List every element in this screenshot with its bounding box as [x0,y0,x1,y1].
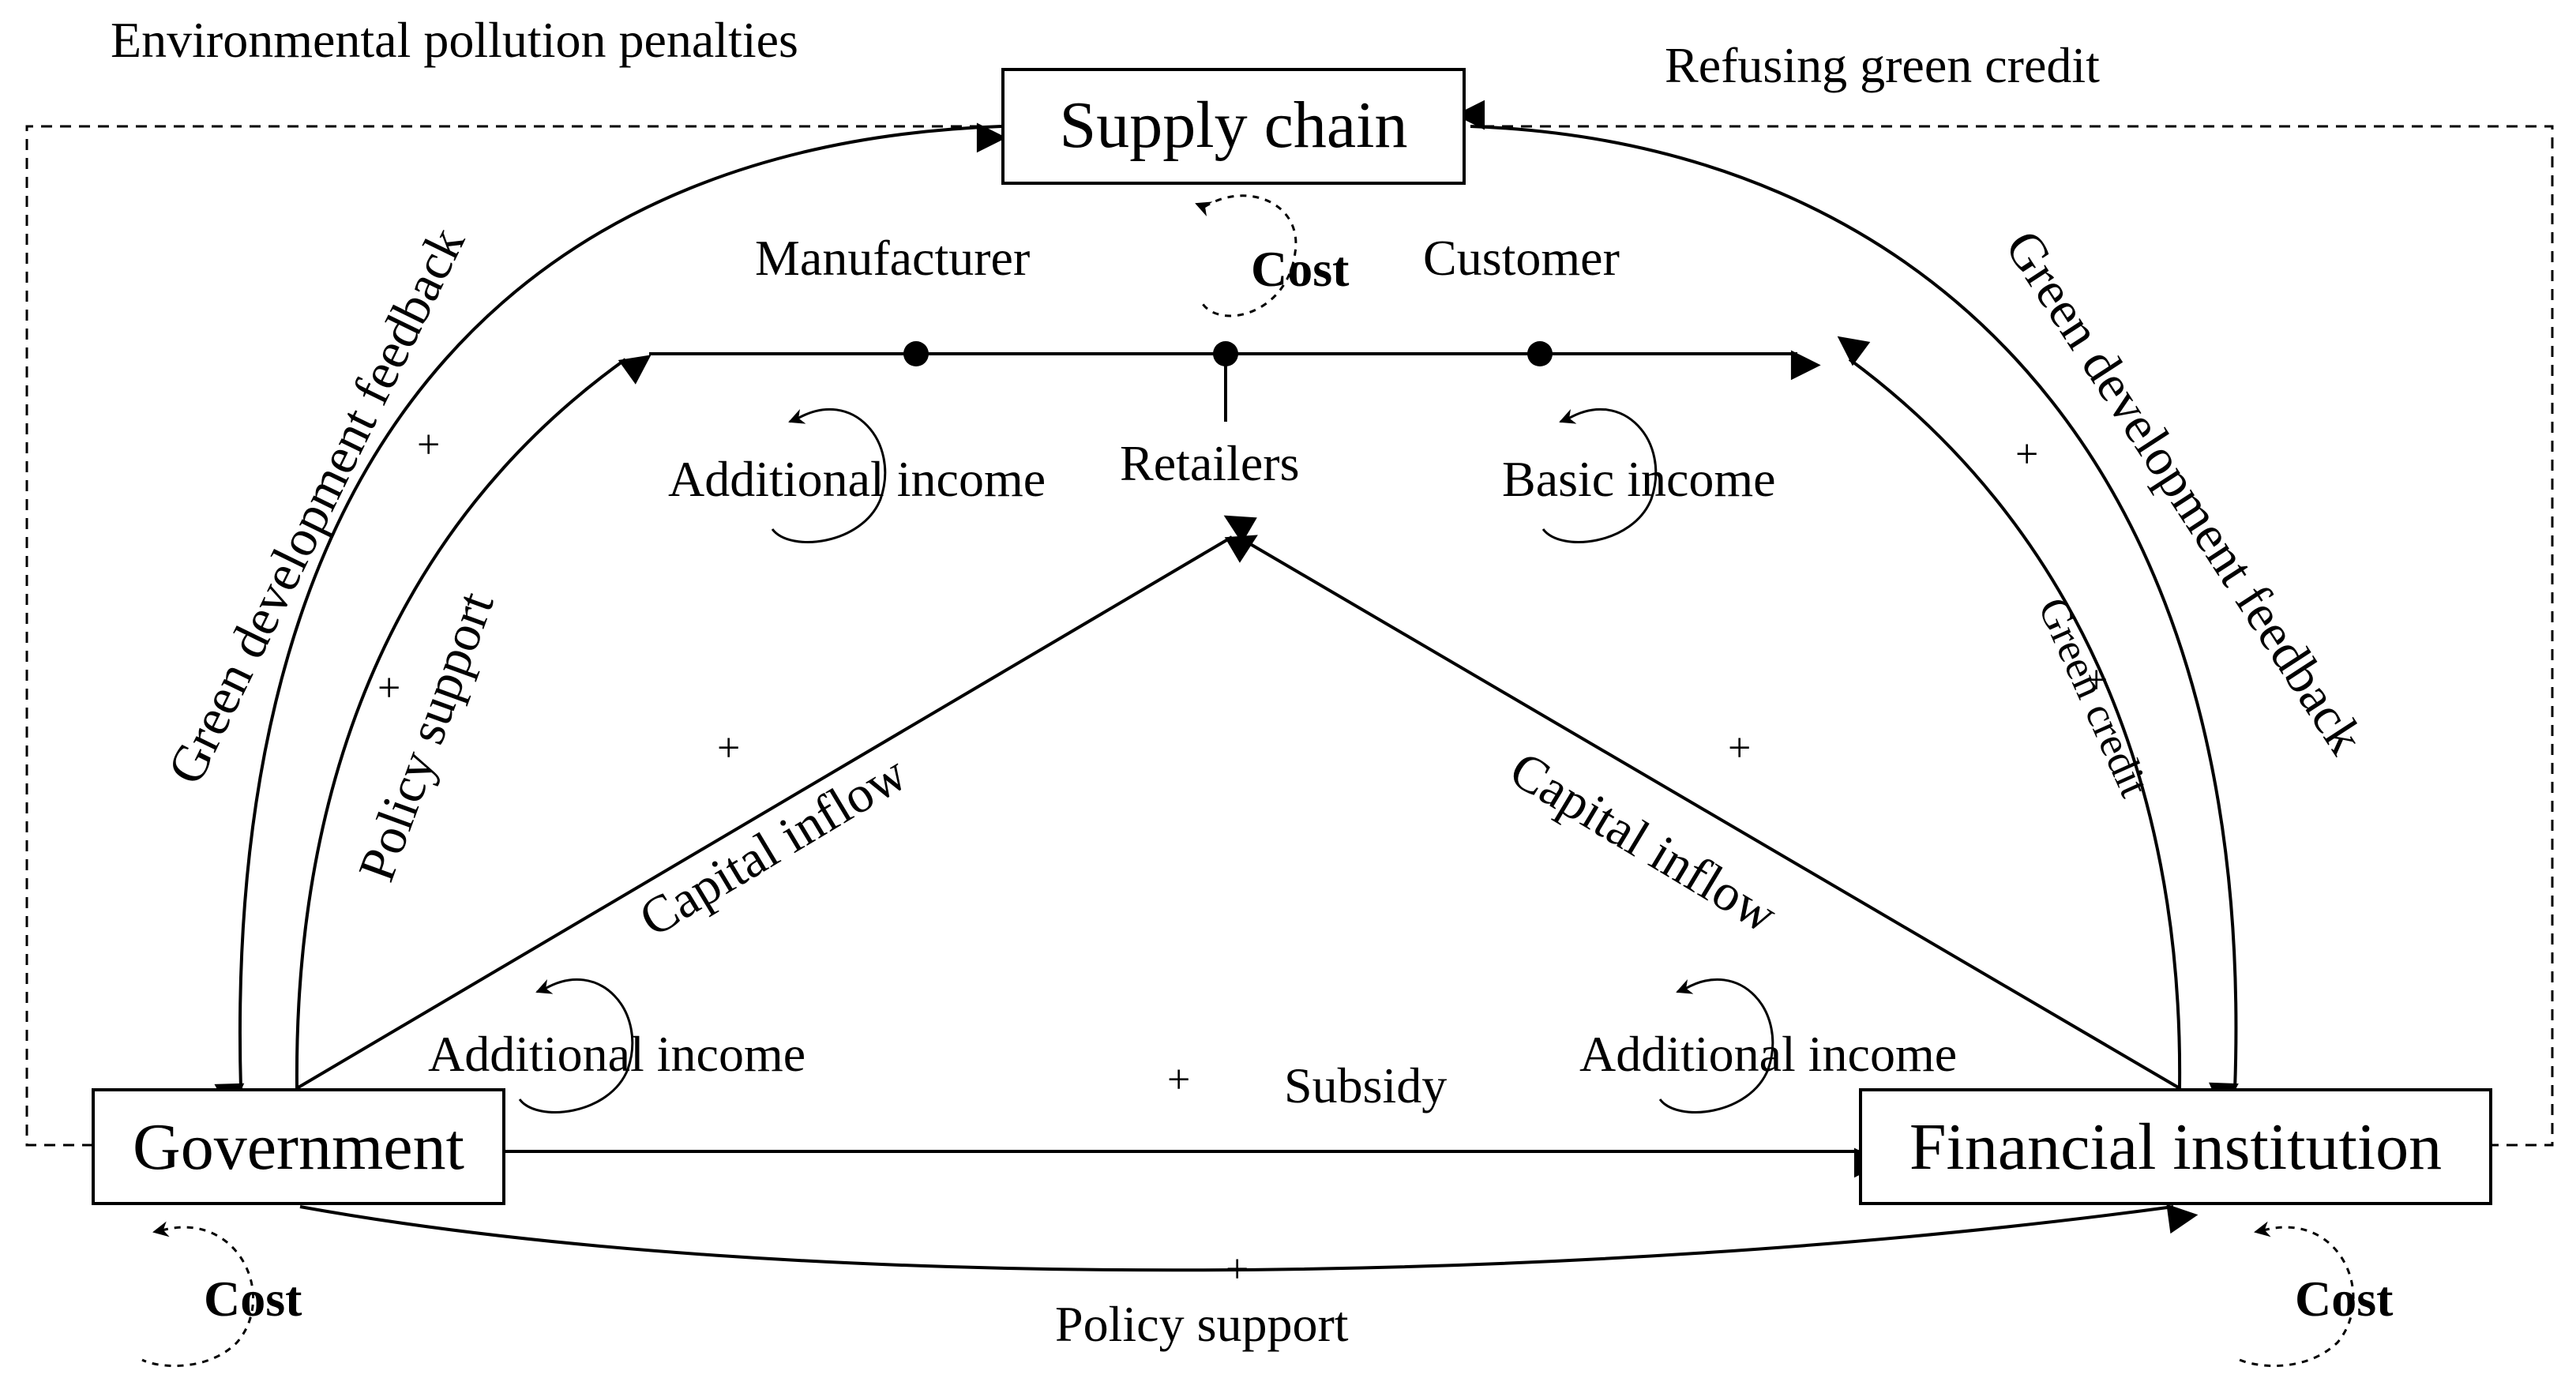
plus-sign: + [417,422,440,468]
plus-sign: + [2015,432,2038,477]
svg-text:Cost: Cost [2295,1271,2394,1327]
svg-text:Additional income: Additional income [1579,1026,1957,1082]
svg-text:Cost: Cost [1251,241,1350,297]
green-feedback-right-label: Green development feedback [1994,220,2375,764]
svg-text:Additional income: Additional income [668,451,1046,507]
subsidy-label: Subsidy [1284,1057,1447,1113]
capital-inflow-left-label: Capital inflow [630,744,917,948]
plus-sign: + [717,726,740,771]
policy-support-bottom-label: Policy support [1055,1296,1349,1352]
svg-text:Government: Government [133,1110,464,1184]
refusing-credit-label: Refusing green credit [1665,37,2100,93]
svg-text:Additional income: Additional income [428,1026,805,1082]
customer-node [1527,341,1553,366]
green-feedback-left-arc [214,125,1002,1114]
env-penalties-dashed-loop [25,122,1007,1147]
additional-income-loop-financial: Additional income [1579,978,1957,1113]
svg-text:Supply chain: Supply chain [1060,88,1408,162]
refusing-credit-dashed-loop [1455,100,2554,1147]
capital-inflow-right-label: Capital inflow [1500,741,1787,944]
policy-support-bottom-curve [299,1204,2199,1272]
government-node: Government [92,1088,505,1205]
svg-text:Cost: Cost [204,1271,302,1327]
cost-loop-government: Cost [141,1221,302,1368]
manufacturer-label: Manufacturer [755,230,1030,286]
basic-income-loop: Basic income [1502,407,1776,543]
additional-income-loop-supply: Additional income [668,407,1046,543]
cost-loop-financial: Cost [2239,1221,2394,1368]
green-feedback-right-arc [1470,125,2239,1113]
cost-loop-supply-chain: Cost [1195,194,1350,317]
plus-sign: + [1167,1057,1190,1102]
retailers-label: Retailers [1120,435,1299,491]
capital-inflow-right-line [1223,515,2181,1090]
additional-income-loop-government: Additional income [428,978,805,1113]
policy-support-left-label: Policy support [347,584,505,888]
retailers-node [1213,341,1238,366]
supply-chain-node: Supply chain [1001,68,1466,185]
plus-sign: + [1728,726,1751,771]
svg-text:Basic income: Basic income [1502,451,1776,507]
plus-sign: + [1226,1247,1249,1292]
manufacturer-node [903,341,929,366]
policy-support-left-arc [295,355,652,1089]
env-penalties-label: Environmental pollution penalties [111,12,798,68]
financial-institution-node: Financial institution [1859,1088,2492,1205]
capital-inflow-left-line [295,535,1258,1090]
plus-sign: + [2085,658,2108,703]
svg-text:Financial institution: Financial institution [1909,1110,2442,1184]
green-credit-arc [1837,336,2182,1089]
customer-label: Customer [1423,230,1620,286]
plus-sign: + [377,666,400,711]
